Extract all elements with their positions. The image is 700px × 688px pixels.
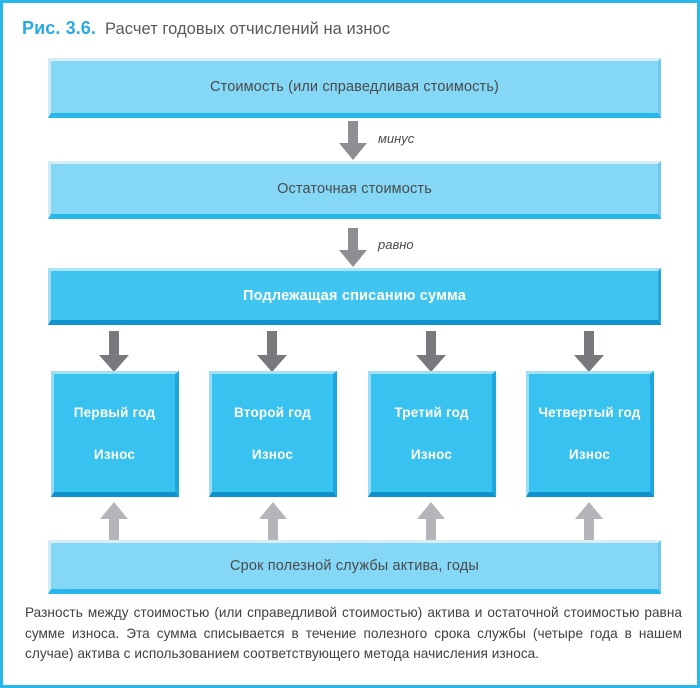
residual-value-box: Остаточная стоимость (48, 161, 661, 219)
figure-number: Рис. 3.6. (22, 18, 97, 38)
year-box-1-subtitle: Износ (93, 446, 136, 462)
arrow-up-year-4 (574, 501, 604, 541)
depreciable-amount-box-label: Подлежащая списанию сумма (242, 287, 467, 304)
year-box-2-title: Второй год (234, 404, 311, 420)
year-box-1-title: Первый год (73, 404, 156, 420)
residual-value-box-label: Остаточная стоимость (277, 181, 432, 197)
year-box-3-subtitle: Износ (410, 446, 453, 462)
useful-life-box: Срок полезной службы актива, годы (48, 540, 661, 594)
arrow-label-minus: минус (378, 131, 415, 146)
year-box-3: Третий год Износ (368, 371, 496, 497)
figure-title: Расчет годовых отчислений на износ (105, 20, 391, 38)
year-box-4-title: Четвертый год (538, 404, 641, 420)
arrow-up-year-3 (416, 501, 446, 541)
depreciable-amount-box: Подлежащая списанию сумма (48, 268, 661, 325)
arrow-down-year-3 (415, 331, 447, 373)
figure-caption: Разность между стоимостью (или справедли… (25, 605, 682, 661)
year-box-2: Второй год Износ (209, 371, 337, 497)
arrow-down-year-1 (98, 331, 130, 373)
year-box-1: Первый год Износ (51, 371, 179, 497)
figure-heading: Рис. 3.6. Расчет годовых отчислений на и… (22, 18, 390, 39)
arrow-label-equals: равно (378, 237, 414, 252)
year-box-4-subtitle: Износ (568, 446, 611, 462)
year-box-3-title: Третий год (394, 404, 469, 420)
useful-life-box-label: Срок полезной службы актива, годы (230, 558, 479, 574)
arrow-down-minus (338, 121, 368, 161)
arrow-down-year-2 (256, 331, 288, 373)
arrow-down-equals (338, 228, 368, 268)
cost-box: Стоимость (или справедливая стоимость) (48, 58, 661, 118)
arrow-up-year-2 (258, 501, 288, 541)
year-box-2-subtitle: Износ (251, 446, 294, 462)
year-box-4: Четвертый год Износ (526, 371, 654, 497)
arrow-down-year-4 (573, 331, 605, 373)
cost-box-label: Стоимость (или справедливая стоимость) (209, 79, 500, 95)
arrow-up-year-1 (99, 501, 129, 541)
